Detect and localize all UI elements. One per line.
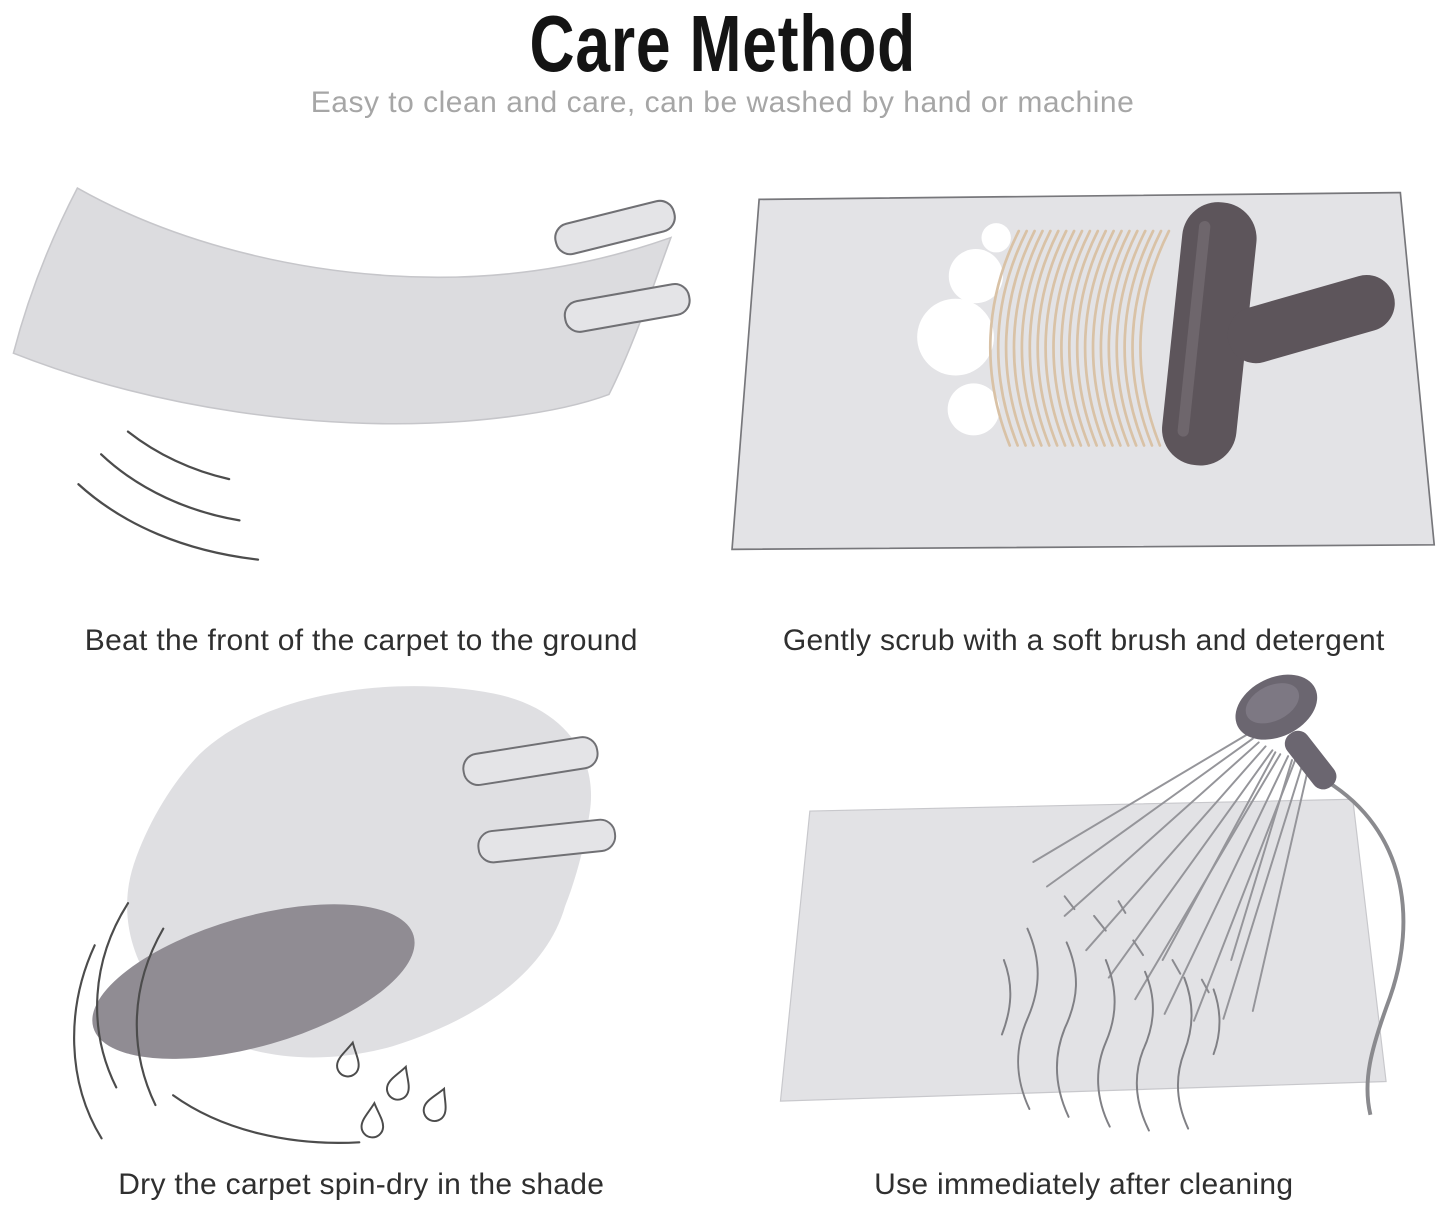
shower-head (1234, 674, 1336, 790)
shower-hose (1325, 779, 1405, 1116)
step-rinse: Use immediately after cleaning (723, 666, 1445, 1210)
water-drops (334, 1039, 455, 1140)
carpet-beating-icon (12, 186, 691, 561)
carpet-surface (779, 798, 1387, 1102)
step-beat: Beat the front of the carpet to the grou… (0, 148, 723, 666)
spin-dry-icon (73, 686, 617, 1144)
shower-rinse-icon (779, 674, 1405, 1132)
splash-dashes (1063, 895, 1210, 994)
header: Care Method Easy to clean and care, can … (0, 0, 1445, 120)
spray-lines (1031, 733, 1311, 1022)
page-subtitle: Easy to clean and care, can be washed by… (310, 86, 1135, 119)
step-dry: Dry the carpet spin-dry in the shade (0, 666, 723, 1210)
brush-scrub-icon (730, 191, 1435, 551)
carpet-tie-straps (554, 199, 691, 333)
rolled-carpet-end-cap (92, 904, 415, 1059)
carpet-tie-straps (462, 736, 617, 864)
step-scrub: Gently scrub with a soft brush and deter… (723, 148, 1445, 666)
step-caption: Dry the carpet spin-dry in the shade (118, 1168, 605, 1201)
foam-suds (916, 223, 1011, 436)
page-title: Care Method (529, 0, 916, 88)
step-caption: Gently scrub with a soft brush and deter… (782, 624, 1385, 657)
motion-lines (73, 902, 361, 1144)
carpet-surface (730, 191, 1435, 551)
steps-grid: Beat the front of the carpet to the grou… (0, 148, 1445, 1210)
step-caption: Use immediately after cleaning (874, 1168, 1294, 1201)
motion-lines (77, 430, 260, 561)
water-flow-squiggles (1000, 927, 1220, 1132)
step-caption: Beat the front of the carpet to the grou… (84, 624, 638, 657)
brush-head (1161, 202, 1395, 466)
